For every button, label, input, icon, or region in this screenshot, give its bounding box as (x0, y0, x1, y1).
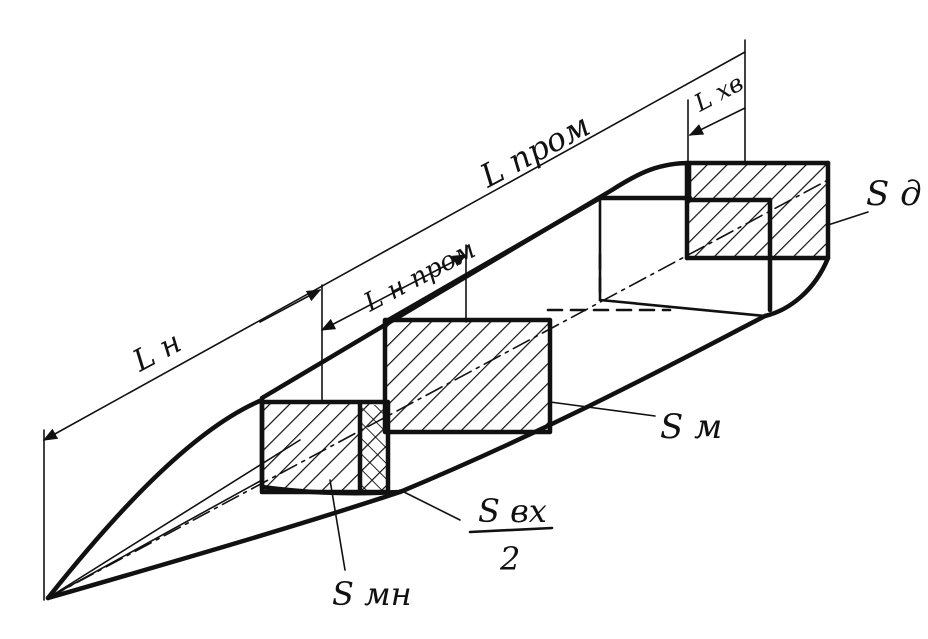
label-l-n: L н (126, 325, 187, 379)
fuselage-outline (45, 160, 831, 601)
label-s-vx-denominator: 2 (499, 540, 520, 578)
label-l-prom: L пром (473, 106, 596, 196)
section-sd-hatch (687, 163, 828, 258)
axis-lines (47, 179, 829, 599)
fraction-bar (468, 526, 554, 534)
label-s-vx-numerator: S вх (478, 492, 547, 530)
label-s-mn: S мн (332, 575, 412, 613)
section-sm-hatch (385, 320, 550, 432)
label-s-d: S д (866, 174, 922, 214)
dimension-lines (42, 39, 869, 601)
label-s-m: S м (660, 407, 722, 447)
section-smn-hatch (260, 402, 388, 494)
